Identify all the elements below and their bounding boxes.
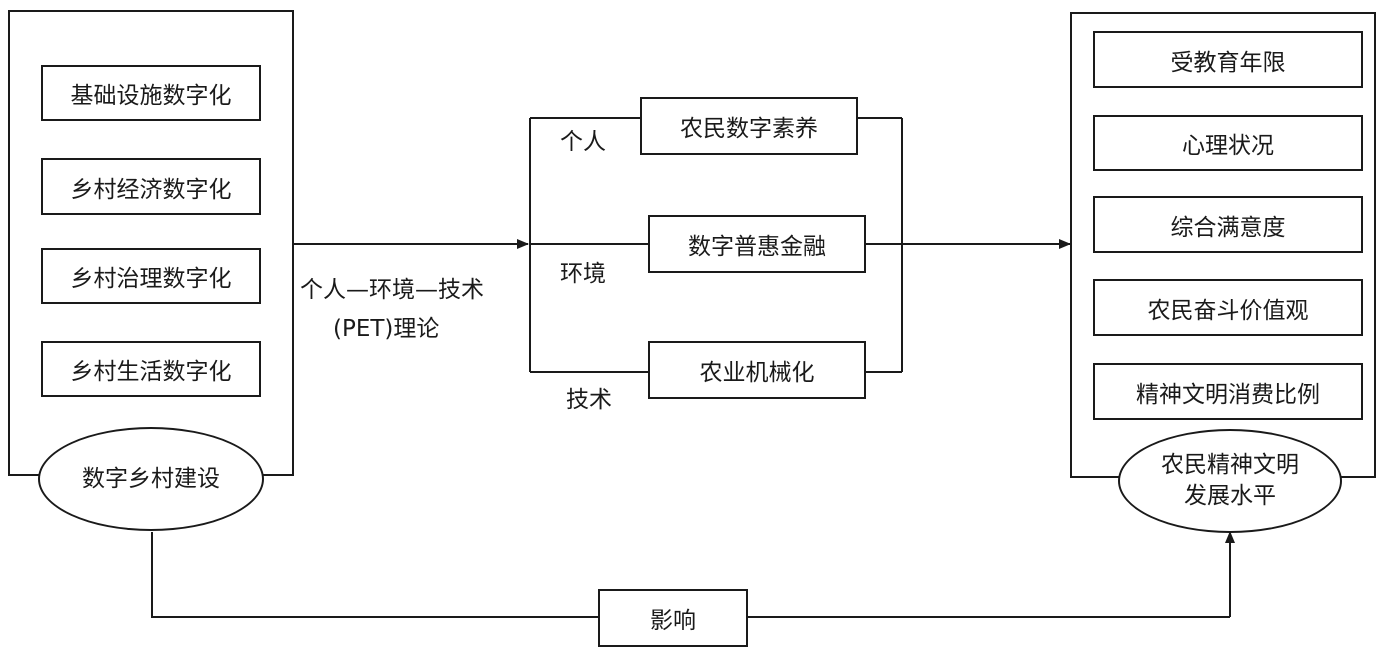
spiritual-oval-line1: 农民精神文明 xyxy=(1161,452,1299,478)
right-item-satisfaction: 综合满意度 xyxy=(1093,196,1363,253)
spiritual-civilization-oval: 农民精神文明 发展水平 xyxy=(1118,429,1342,533)
digital-village-label: 数字乡村建设 xyxy=(82,465,220,492)
spiritual-oval-line2: 发展水平 xyxy=(1184,483,1276,509)
left-item-economy: 乡村经济数字化 xyxy=(41,158,261,215)
mediator-inclusive-finance: 数字普惠金融 xyxy=(648,215,866,273)
branch-label-individual: 个人 xyxy=(560,129,606,155)
theory-label-line1: 个人—环境—技术 xyxy=(300,277,484,303)
mediator-digital-literacy: 农民数字素养 xyxy=(640,97,858,155)
theory-label-line2: (PET)理论 xyxy=(333,316,440,342)
branch-label-environment: 环境 xyxy=(560,261,606,287)
effect-box: 影响 xyxy=(598,589,748,647)
right-item-education-years: 受教育年限 xyxy=(1093,31,1363,88)
digital-village-oval: 数字乡村建设 xyxy=(38,427,264,531)
right-item-striving-values: 农民奋斗价值观 xyxy=(1093,279,1363,336)
mediator-mechanization: 农业机械化 xyxy=(648,341,866,399)
left-item-life: 乡村生活数字化 xyxy=(41,341,261,397)
direct-effect-path xyxy=(151,532,598,618)
branch-label-technology: 技术 xyxy=(566,387,612,413)
right-item-consumption-ratio: 精神文明消费比例 xyxy=(1093,363,1363,420)
left-item-governance: 乡村治理数字化 xyxy=(41,248,261,304)
right-item-psychology: 心理状况 xyxy=(1093,115,1363,171)
left-item-infrastructure: 基础设施数字化 xyxy=(41,65,261,121)
